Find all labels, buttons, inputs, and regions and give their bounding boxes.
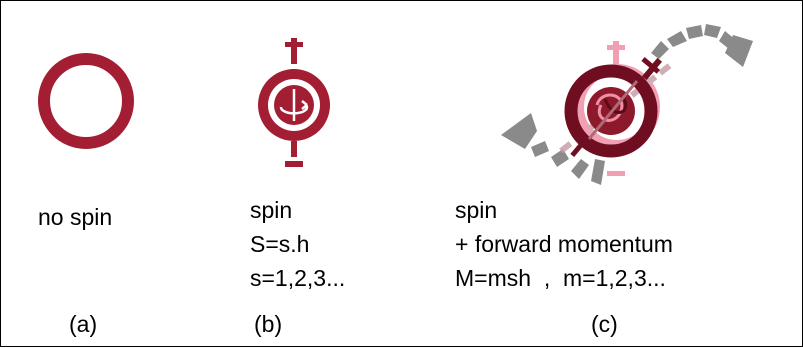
panel-c (501, 24, 753, 185)
panel-a-text: no spin (38, 204, 112, 230)
plus-sign-icon (285, 38, 303, 64)
panel-c-line-3: M=msh , m=1,2,3... (455, 265, 666, 291)
panel-b-line-2: S=s.h (250, 231, 309, 257)
motion-arrow-upper (651, 24, 753, 67)
panel-b-line-1: spin (250, 197, 292, 223)
panel-b (258, 38, 330, 167)
tilted-spin-ring (564, 57, 663, 158)
panel-a-caption: (a) (69, 311, 97, 337)
panel-b-caption: (b) (254, 311, 282, 337)
panel-b-line-3: s=1,2,3... (250, 265, 345, 291)
motion-arrow-lower (501, 113, 605, 185)
panel-c-line-1: spin (455, 197, 497, 223)
panel-c-line-2: + forward momentum (455, 231, 673, 257)
panel-a (38, 53, 134, 149)
tilted-minus-icon (570, 141, 585, 158)
minus-sign-icon (285, 141, 303, 167)
spin-rotation-icon (279, 89, 309, 121)
panel-c-caption: (c) (591, 311, 618, 337)
tilted-plus-icon (641, 57, 663, 81)
no-spin-ring (38, 53, 134, 149)
